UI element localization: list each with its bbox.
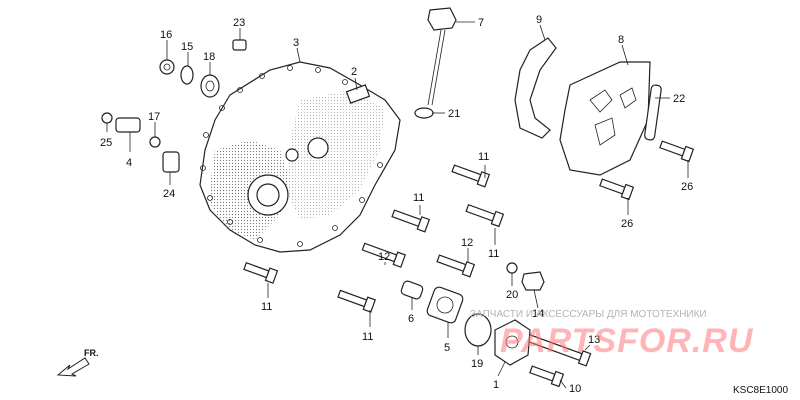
bolts (243, 140, 695, 388)
callout-11-left: 11 (261, 301, 272, 313)
callout-26-lower: 26 (621, 218, 633, 230)
callout-12-right: 12 (461, 237, 473, 249)
callout-11-right: 11 (478, 151, 489, 163)
callout-14: 14 (532, 308, 544, 320)
callout-24: 24 (163, 188, 175, 200)
callout-4: 4 (126, 157, 132, 169)
callout-13: 13 (588, 334, 600, 346)
callout-17: 17 (148, 111, 160, 123)
callout-16: 16 (160, 29, 172, 41)
callout-1: 1 (493, 379, 499, 391)
callout-11-bottom: 11 (362, 331, 373, 343)
callout-7: 7 (478, 17, 484, 29)
callout-5: 5 (444, 342, 450, 354)
callout-26-upper: 26 (681, 181, 693, 193)
callout-19: 19 (471, 358, 483, 370)
callout-21: 21 (448, 108, 460, 120)
callout-3: 3 (293, 37, 299, 49)
callout-25: 25 (100, 137, 112, 149)
callout-12-left: 12 (378, 251, 390, 263)
crankcase-cover (199, 61, 401, 253)
oil-filter-parts (400, 262, 545, 366)
front-direction-label: FR. (84, 348, 99, 358)
oil-dipstick (414, 7, 457, 119)
callout-20: 20 (506, 289, 518, 301)
bracket (514, 37, 557, 139)
watermark: ЗАПЧАСТИ И АКСЕССУАРЫ ДЛЯ МОТОТЕХНИКИ PA… (470, 309, 754, 360)
diagram-code: KSC8E1000 (733, 385, 788, 396)
callout-15: 15 (181, 41, 193, 53)
callout-2: 2 (351, 66, 357, 78)
front-direction-arrow: FR. (56, 348, 99, 377)
watermark-logo: PARTSFOR.RU (500, 322, 754, 360)
callout-23: 23 (233, 17, 245, 29)
callout-6: 6 (408, 313, 414, 325)
callout-9: 9 (536, 14, 542, 26)
callout-8: 8 (618, 34, 624, 46)
callout-22: 22 (673, 93, 685, 105)
leader-lines (106, 21, 689, 389)
callout-labels: 7 21 9 8 22 3 2 23 16 15 18 25 4 17 24 2… (100, 14, 693, 395)
callout-18: 18 (203, 51, 215, 63)
callout-11-middle: 11 (413, 192, 424, 204)
callout-10: 10 (569, 383, 581, 395)
watermark-caption: ЗАПЧАСТИ И АКСЕССУАРЫ ДЛЯ МОТОТЕХНИКИ (470, 309, 707, 320)
sprocket-cover (559, 61, 662, 176)
callout-11-lower-right: 11 (488, 248, 499, 260)
